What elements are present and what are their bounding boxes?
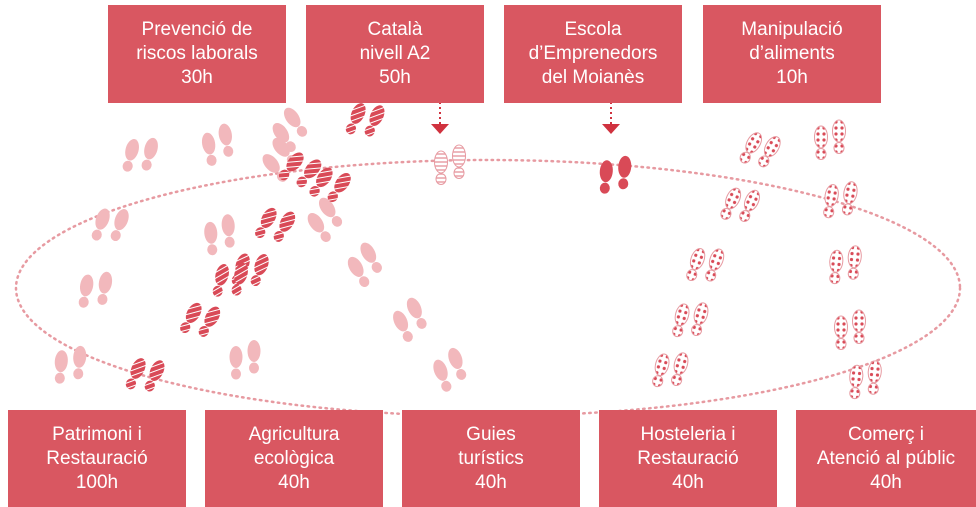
box-line: 10h [776, 67, 808, 88]
shoe-print-icon [78, 271, 113, 308]
box-line: nivell A2 [359, 43, 431, 64]
box-agricultura-ecologica: Agricultura ecològica 40h [205, 410, 383, 507]
box-line: Prevenció de [141, 19, 253, 40]
box-line: del Moianès [541, 67, 645, 88]
shoe-print-icon [345, 103, 385, 137]
shoe-print-icon [204, 214, 235, 256]
shoe-print-icon [834, 309, 866, 350]
shoe-print-icon [686, 248, 725, 282]
shoe-print-icon [54, 345, 87, 384]
shoe-print-icon [278, 152, 322, 188]
shoe-print-icon [393, 297, 427, 342]
arrow-down-icon [602, 124, 620, 134]
box-line: 30h [181, 67, 213, 88]
shoe-print-icon [823, 181, 858, 219]
shoe-print-icon [599, 155, 632, 194]
box-line: Guies [466, 423, 516, 445]
box-line: Escola [564, 19, 622, 40]
box-line: Restauració [46, 447, 148, 469]
shoe-print-icon [829, 245, 862, 285]
shoe-print-icon [347, 242, 382, 288]
shoe-print-icon [814, 119, 846, 160]
box-line: Restauració [637, 447, 739, 469]
shoe-print-icon [307, 197, 343, 242]
shoe-print-icon [212, 262, 248, 297]
shoe-print-icon [434, 144, 466, 185]
shoe-print-icon [433, 347, 467, 392]
box-line: riscos laborals [136, 43, 258, 64]
box-patrimoni-restauracio: Patrimoni i Restauració 100h [8, 410, 186, 507]
shoe-print-icon [672, 302, 709, 338]
box-line: Comerç i [847, 423, 924, 445]
box-guies-turistics: Guies turístics 40h [402, 410, 580, 507]
shoe-print-icon [122, 137, 158, 172]
box-catala-nivell-a2: Català nivell A2 50h [306, 5, 484, 103]
shoe-print-icon [309, 167, 351, 203]
box-line: d’aliments [749, 43, 835, 64]
box-line: Atenció al públic [816, 447, 956, 469]
box-line: ecològica [253, 447, 335, 469]
shoe-print-icon [739, 132, 781, 168]
shoe-print-icon [229, 340, 261, 380]
shoe-print-icon [201, 123, 234, 166]
box-prevencio-riscos-laborals: Prevenció de riscos laborals 30h [108, 5, 286, 103]
box-line: Manipulació [741, 19, 843, 40]
box-line: Patrimoni i [52, 423, 142, 445]
box-line: 40h [278, 471, 310, 493]
footprints-group [54, 103, 882, 400]
box-escola-emprenedors: Escola d’Emprenedors del Moianès [504, 5, 682, 103]
box-line: turístics [458, 447, 524, 469]
box-hosteleria-restauracio: Hosteleria i Restauració 40h [599, 410, 777, 507]
shoe-print-icon [180, 302, 221, 337]
shoe-print-icon [255, 207, 296, 242]
box-line: 40h [475, 471, 507, 493]
arrow-down-icon [431, 124, 449, 134]
shoe-print-icon [272, 107, 308, 152]
box-line: Català [367, 19, 423, 40]
shoe-print-icon [849, 360, 882, 400]
box-line: 40h [870, 471, 902, 493]
box-line: Agricultura [248, 423, 340, 445]
box-line: 100h [75, 471, 119, 493]
shoe-print-icon [125, 358, 165, 392]
box-manipulacio-aliments: Manipulació d’aliments 10h [703, 5, 881, 103]
shoe-print-icon [652, 352, 689, 388]
box-comerc-atencio-public: Comerç i Atenció al públic 40h [796, 410, 976, 507]
shoe-print-icon [91, 208, 129, 242]
box-line: 40h [672, 471, 704, 493]
shoe-print-icon [720, 187, 760, 222]
box-line: d’Emprenedors [528, 43, 658, 64]
box-line: 50h [379, 67, 411, 88]
box-line: Hosteleria i [640, 423, 736, 445]
